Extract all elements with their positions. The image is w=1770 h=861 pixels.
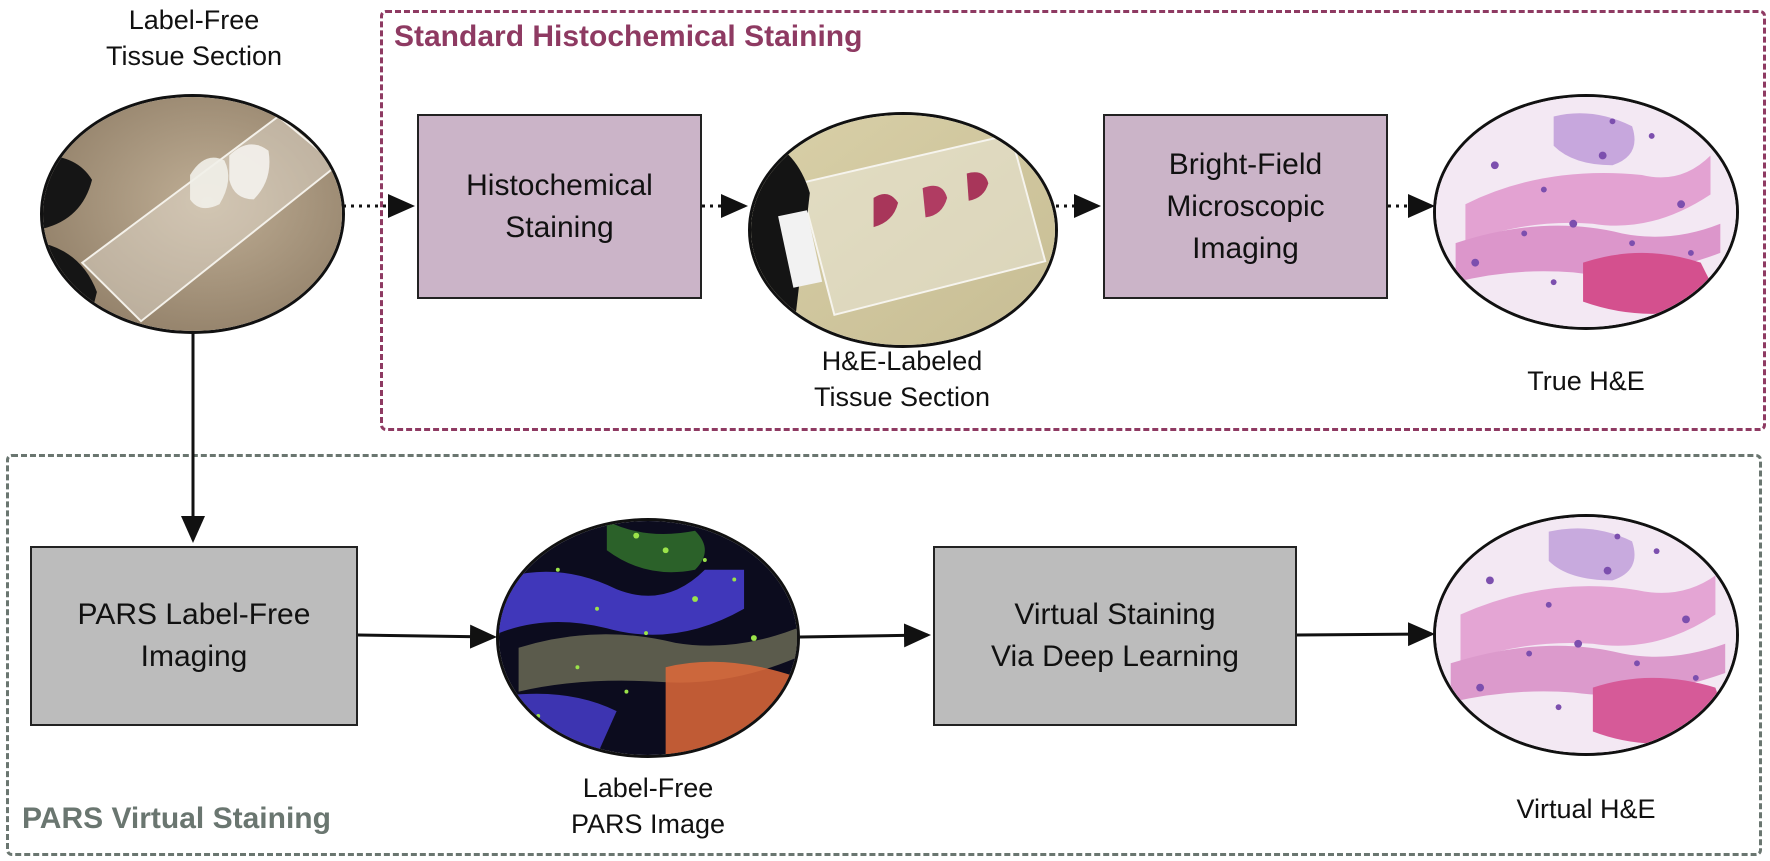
box-line: Microscopic: [1166, 189, 1325, 223]
pars-virtual-staining-region: [6, 454, 1762, 856]
box-line: Via Deep Learning: [991, 640, 1239, 673]
pars-image: [496, 518, 800, 758]
he-tissue-icon: [1436, 97, 1736, 327]
pars-imaging-box: PARS Label-Free Imaging: [30, 546, 358, 726]
he-labeled-caption: H&E-Labeled Tissue Section: [792, 343, 1012, 416]
true-he-image: [1433, 94, 1739, 330]
pars-virtual-staining-title: PARS Virtual Staining: [22, 802, 331, 835]
arrow-pars-imaging-to-pars-image: [357, 624, 497, 649]
arrow-pars-image-to-virtual-staining: [799, 623, 931, 648]
caption-line: Label-Free: [128, 5, 260, 35]
he-labeled-slide-photo: [748, 112, 1058, 348]
histochemical-staining-box: Histochemical Staining: [417, 114, 702, 299]
box-line: Imaging: [140, 640, 248, 673]
virtual-staining-box: Virtual Staining Via Deep Learning: [933, 546, 1297, 726]
box-line: Imaging: [1192, 231, 1299, 265]
caption-line: Virtual H&E: [1516, 794, 1656, 824]
box-line: PARS Label-Free: [77, 598, 311, 631]
caption-line: Label-Free: [582, 773, 714, 803]
labeled-slide-icon: [751, 115, 1055, 345]
true-he-caption: True H&E: [1486, 363, 1686, 399]
virtual-he-caption: Virtual H&E: [1486, 791, 1686, 827]
box-line: Virtual Staining: [1014, 598, 1216, 631]
caption-line: True H&E: [1527, 366, 1645, 396]
standard-staining-region: [380, 10, 1766, 431]
caption-line: H&E-Labeled: [821, 346, 983, 376]
pars-tissue-icon: [499, 521, 797, 755]
box-line: Histochemical: [466, 168, 653, 202]
caption-line: PARS Image: [570, 809, 726, 840]
bright-field-imaging-box: Bright-Field Microscopic Imaging: [1103, 114, 1388, 299]
pars-image-caption: Label-Free PARS Image: [548, 770, 748, 843]
caption-line: Tissue Section: [105, 41, 283, 72]
virtual-he-image: [1433, 514, 1739, 756]
caption-line: Tissue Section: [813, 382, 991, 413]
arrow-virtual-staining-to-virtual-he: [1296, 622, 1435, 647]
standard-staining-title: Standard Histochemical Staining: [394, 20, 863, 53]
label-free-slide-photo: [40, 94, 345, 334]
virtual-he-tissue-icon: [1436, 517, 1736, 753]
label-free-section-caption: Label-Free Tissue Section: [94, 2, 294, 75]
box-line: Bright-Field: [1168, 147, 1323, 181]
box-line: Staining: [505, 210, 614, 244]
slide-photo-icon: [43, 97, 342, 331]
